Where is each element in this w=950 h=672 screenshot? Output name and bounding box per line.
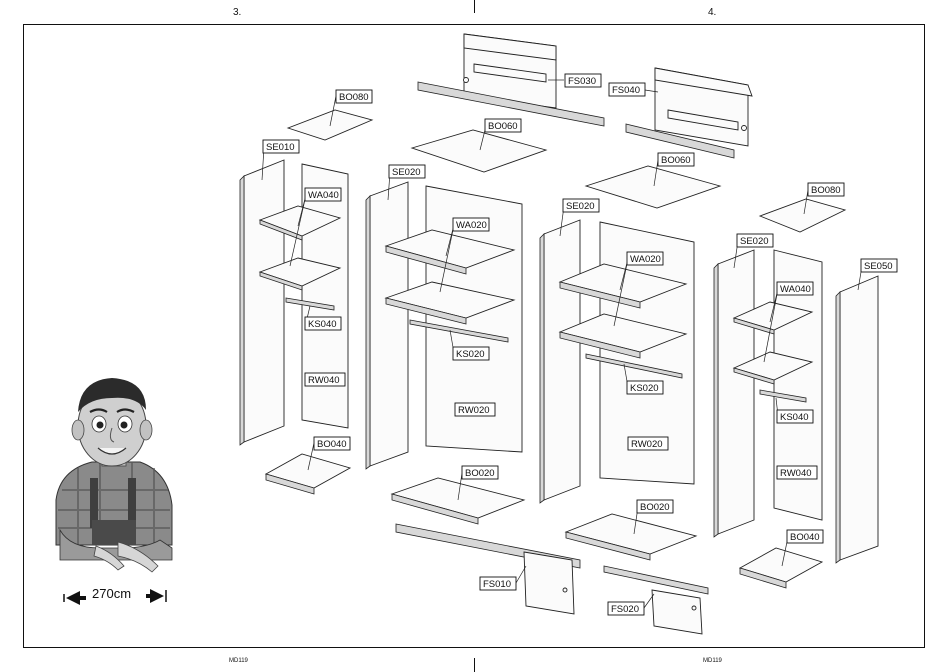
svg-text:BO040: BO040 bbox=[317, 439, 347, 450]
svg-text:BO080: BO080 bbox=[811, 185, 841, 196]
svg-text:SE020: SE020 bbox=[740, 236, 769, 247]
label-wa040-left: WA040 bbox=[305, 188, 341, 201]
bottom-rail-fs020 bbox=[604, 566, 708, 634]
label-bo040-right: BO040 bbox=[787, 530, 823, 543]
svg-text:BO020: BO020 bbox=[640, 502, 670, 513]
svg-text:RW020: RW020 bbox=[631, 439, 663, 450]
label-ks040-left: KS040 bbox=[305, 317, 341, 330]
label-ks020-a: KS020 bbox=[453, 347, 489, 360]
label-bo060-right: BO060 bbox=[658, 153, 694, 166]
label-wa020-a: WA020 bbox=[453, 218, 489, 231]
label-rw020-a: RW020 bbox=[455, 403, 495, 416]
svg-text:KS020: KS020 bbox=[456, 349, 485, 360]
svg-text:RW040: RW040 bbox=[780, 468, 812, 479]
svg-text:SE020: SE020 bbox=[392, 167, 421, 178]
label-bo060-left: BO060 bbox=[485, 119, 521, 132]
craftsman-mascot-illustration bbox=[56, 378, 172, 572]
arrow-right-icon bbox=[146, 589, 166, 603]
bottom-shelf-bo020-left bbox=[392, 478, 524, 524]
side-panel-se020-c bbox=[714, 250, 754, 537]
svg-text:SE010: SE010 bbox=[266, 142, 295, 153]
label-fs010: FS010 bbox=[480, 577, 516, 590]
arrow-left-icon bbox=[64, 591, 86, 605]
label-bo020-right: BO020 bbox=[637, 500, 673, 513]
top-shelf-bo080-right bbox=[760, 199, 845, 232]
svg-text:SE050: SE050 bbox=[864, 261, 893, 272]
svg-text:WA040: WA040 bbox=[308, 190, 339, 201]
label-bo040-left: BO040 bbox=[314, 437, 350, 450]
label-wa020-b: WA020 bbox=[627, 252, 663, 265]
label-ks040-right: KS040 bbox=[777, 410, 813, 423]
width-hint-value: 270cm bbox=[92, 586, 131, 601]
label-ks020-b: KS020 bbox=[627, 381, 663, 394]
svg-text:FS030: FS030 bbox=[568, 76, 596, 87]
svg-text:FS040: FS040 bbox=[612, 85, 640, 96]
back-wall-rw040-left bbox=[302, 164, 348, 428]
svg-text:RW040: RW040 bbox=[308, 375, 340, 386]
svg-text:WA040: WA040 bbox=[780, 284, 811, 295]
top-shelf-bo060-right bbox=[586, 166, 720, 208]
side-panel-se020-a bbox=[366, 182, 408, 469]
label-wa040-right: WA040 bbox=[777, 282, 813, 295]
label-bo080-left: BO080 bbox=[336, 90, 372, 103]
side-panel-se050 bbox=[836, 276, 878, 563]
label-se050: SE050 bbox=[861, 259, 897, 272]
svg-text:SE020: SE020 bbox=[566, 201, 595, 212]
label-fs020: FS020 bbox=[608, 602, 644, 615]
label-se010: SE010 bbox=[263, 140, 299, 153]
bottom-shelf-bo020-right bbox=[566, 514, 696, 560]
svg-text:WA020: WA020 bbox=[630, 254, 661, 265]
svg-text:WA020: WA020 bbox=[456, 220, 487, 231]
svg-text:BO060: BO060 bbox=[661, 155, 691, 166]
bottom-shelf-bo040-right bbox=[740, 548, 822, 588]
label-rw040-left: RW040 bbox=[305, 373, 345, 386]
svg-text:BO020: BO020 bbox=[465, 468, 495, 479]
label-se020-b: SE020 bbox=[563, 199, 599, 212]
svg-text:BO080: BO080 bbox=[339, 92, 369, 103]
label-fs040: FS040 bbox=[609, 83, 645, 96]
svg-text:BO060: BO060 bbox=[488, 121, 518, 132]
bottom-shelf-bo040-left bbox=[266, 454, 350, 494]
side-panel-se020-b bbox=[540, 220, 580, 503]
label-bo020-left: BO020 bbox=[462, 466, 498, 479]
label-rw040-right: RW040 bbox=[777, 466, 817, 479]
label-bo080-right: BO080 bbox=[808, 183, 844, 196]
svg-text:FS010: FS010 bbox=[483, 579, 511, 590]
label-se020-c: SE020 bbox=[737, 234, 773, 247]
label-fs030: FS030 bbox=[565, 74, 601, 87]
svg-text:KS020: KS020 bbox=[630, 383, 659, 394]
svg-text:BO040: BO040 bbox=[790, 532, 820, 543]
label-rw020-b: RW020 bbox=[628, 437, 668, 450]
svg-text:RW020: RW020 bbox=[458, 405, 490, 416]
label-se020-a: SE020 bbox=[389, 165, 425, 178]
svg-text:KS040: KS040 bbox=[308, 319, 337, 330]
top-shelf-bo060-left bbox=[412, 130, 546, 172]
svg-text:FS020: FS020 bbox=[611, 604, 639, 615]
side-panel-se010 bbox=[240, 160, 284, 445]
svg-text:KS040: KS040 bbox=[780, 412, 809, 423]
bottom-rail-fs010 bbox=[396, 524, 580, 614]
top-rail-fs040 bbox=[626, 68, 752, 158]
